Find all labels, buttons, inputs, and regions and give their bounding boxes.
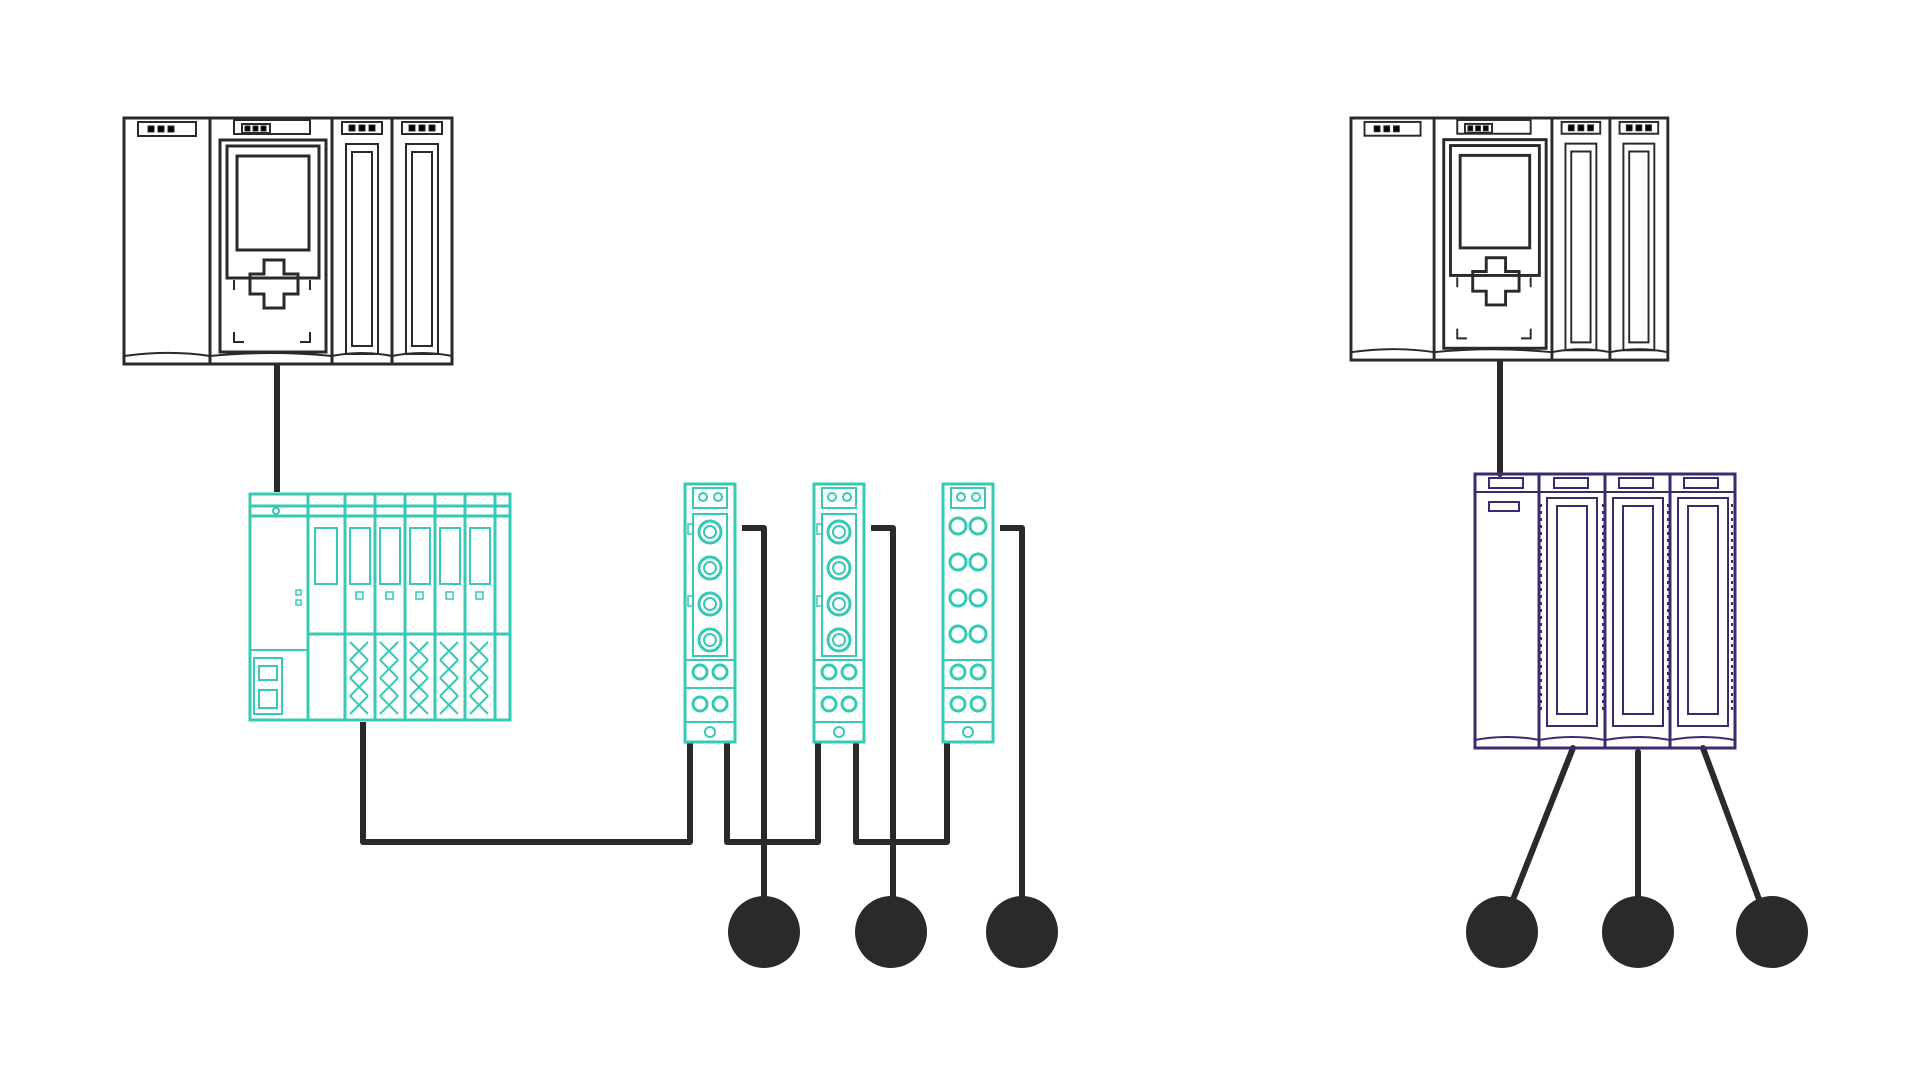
left-plc-controller (122, 116, 454, 366)
field-device-2 (1602, 896, 1674, 968)
right-cables (1497, 359, 1763, 905)
field-device-1 (728, 896, 800, 968)
central-io-rack (1473, 472, 1737, 750)
io-link-block-1 (683, 482, 737, 744)
io-link-block-3 (941, 482, 995, 744)
left-cables (274, 364, 1025, 900)
cable-rack-to-device3 (1700, 745, 1763, 905)
cable-block2-to-device2 (871, 525, 896, 900)
cable-rack-to-device1 (1509, 745, 1576, 905)
distributed-io-station (248, 492, 512, 722)
io-link-block-2 (812, 482, 866, 744)
terminal-patterns (349, 641, 489, 715)
field-device-1 (1466, 896, 1538, 968)
right-system (1349, 116, 1808, 968)
cable-block2-to-block3 (853, 742, 950, 845)
cable-block1-to-block2 (724, 742, 821, 845)
cable-station-to-block1 (360, 722, 693, 845)
field-device-3 (986, 896, 1058, 968)
field-device-3 (1736, 896, 1808, 968)
right-plc-controller (1349, 116, 1670, 362)
cable-block3-to-device3 (1000, 525, 1025, 900)
cable-block1-to-device1 (742, 525, 767, 900)
field-device-2 (855, 896, 927, 968)
left-system (122, 116, 1058, 968)
